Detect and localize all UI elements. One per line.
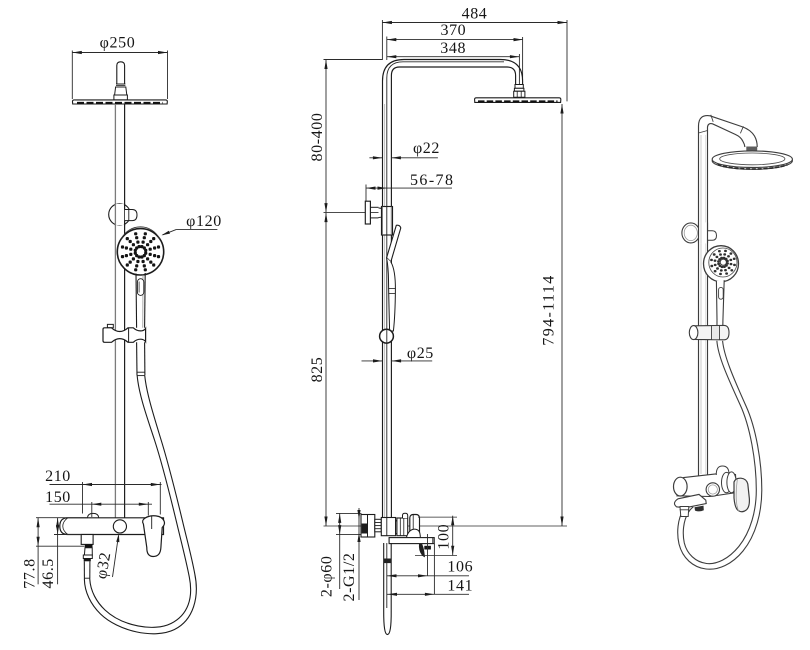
svg-text:210: 210	[45, 468, 71, 485]
svg-text:106: 106	[447, 558, 473, 575]
svg-text:794-1114: 794-1114	[541, 274, 558, 345]
svg-text:2-G1/2: 2-G1/2	[341, 553, 358, 602]
svg-text:φ32: φ32	[93, 551, 114, 581]
svg-text:46.5: 46.5	[40, 558, 57, 588]
svg-text:φ22: φ22	[413, 140, 440, 157]
svg-text:150: 150	[45, 489, 71, 506]
svg-text:348: 348	[440, 40, 466, 57]
svg-text:825: 825	[309, 357, 326, 383]
svg-text:φ25: φ25	[407, 345, 434, 362]
svg-text:56-78: 56-78	[410, 172, 454, 189]
svg-text:2-φ60: 2-φ60	[319, 556, 336, 598]
svg-text:77.8: 77.8	[21, 558, 38, 588]
svg-text:100: 100	[435, 524, 452, 550]
svg-text:φ250: φ250	[100, 35, 136, 52]
svg-text:141: 141	[447, 578, 473, 595]
svg-text:80-400: 80-400	[309, 113, 326, 162]
svg-text:φ120: φ120	[186, 213, 222, 230]
svg-text:370: 370	[440, 22, 466, 39]
svg-text:484: 484	[462, 5, 488, 22]
